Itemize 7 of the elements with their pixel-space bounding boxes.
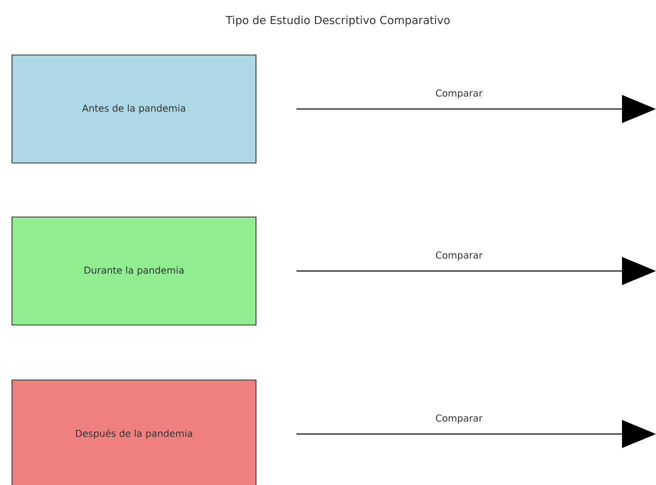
- process-box: Después de la pandemia: [12, 380, 256, 485]
- edge-label: Comparar: [434, 250, 484, 262]
- edge-label: Comparar: [434, 413, 484, 425]
- process-box: Durante la pandemia: [12, 216, 256, 326]
- title: Tipo de Estudio Descriptivo Comparativo: [226, 16, 450, 26]
- edge-label: Comparar: [434, 88, 484, 100]
- process-box: Antes de la pandemia: [12, 54, 256, 164]
